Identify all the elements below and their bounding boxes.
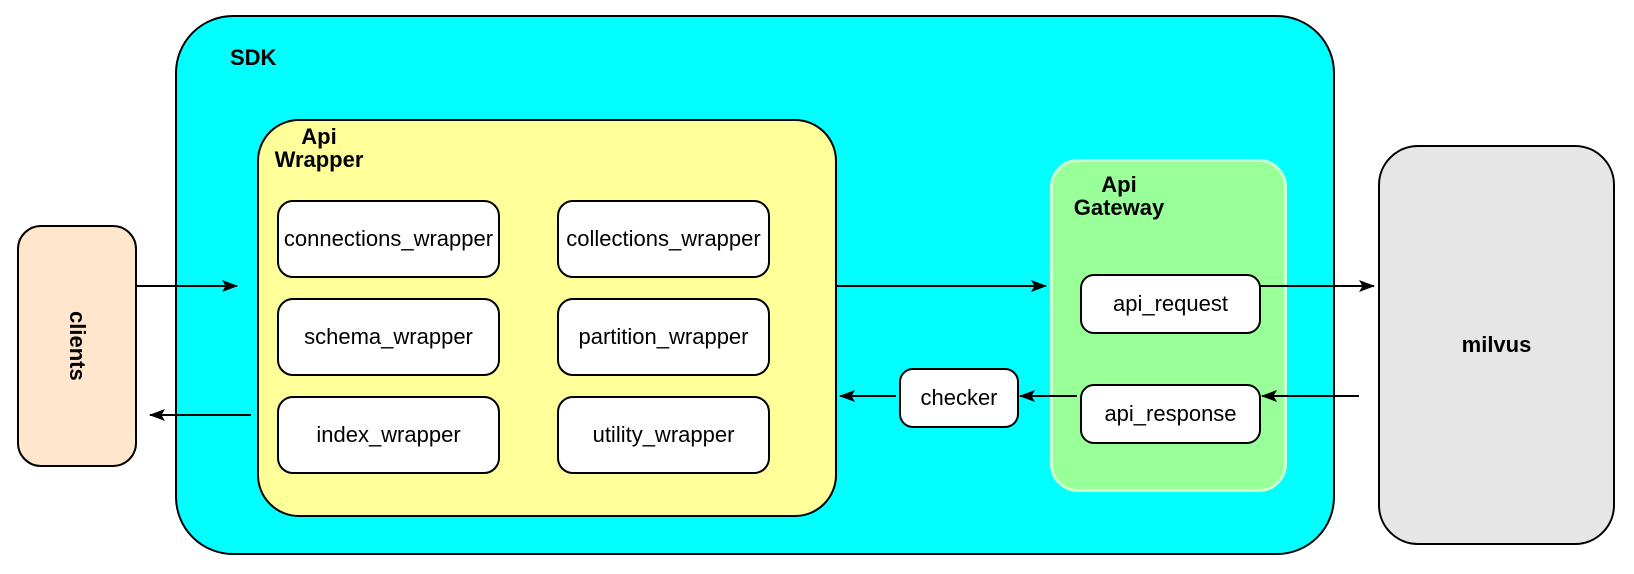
utility-wrapper-box[interactable]: utility_wrapper	[557, 396, 770, 474]
api-wrapper-label: Api Wrapper	[264, 125, 374, 171]
schema-wrapper-label: schema_wrapper	[304, 324, 473, 349]
collections-wrapper-label: collections_wrapper	[566, 226, 761, 251]
api-gateway-label-line1: Api	[1101, 172, 1137, 197]
api-gateway-label-line2: Gateway	[1073, 195, 1165, 220]
index-wrapper-label: index_wrapper	[316, 422, 461, 447]
connections-wrapper-box[interactable]: connections_wrapper	[277, 200, 500, 278]
api-gateway-label: Api Gateway	[1059, 173, 1179, 219]
milvus-label: milvus	[1461, 332, 1532, 357]
api-wrapper-label-line2: Wrapper	[274, 147, 364, 172]
milvus-box[interactable]: milvus	[1378, 145, 1615, 545]
connections-wrapper-label: connections_wrapper	[283, 226, 494, 251]
api-gateway-container[interactable]: Api Gateway api_request api_response	[1050, 159, 1287, 492]
api-response-box[interactable]: api_response	[1080, 384, 1261, 444]
clients-label: clients	[65, 311, 90, 381]
collections-wrapper-box[interactable]: collections_wrapper	[557, 200, 770, 278]
checker-label: checker	[920, 385, 998, 410]
clients-box[interactable]: clients	[17, 225, 137, 467]
sdk-container[interactable]: SDK Api Wrapper connections_wrapper coll…	[175, 15, 1335, 555]
api-request-label: api_request	[1113, 291, 1228, 316]
utility-wrapper-label: utility_wrapper	[592, 422, 735, 447]
schema-wrapper-box[interactable]: schema_wrapper	[277, 298, 500, 376]
partition-wrapper-box[interactable]: partition_wrapper	[557, 298, 770, 376]
api-wrapper-label-line1: Api	[301, 124, 337, 149]
partition-wrapper-label: partition_wrapper	[578, 324, 749, 349]
api-request-box[interactable]: api_request	[1080, 274, 1261, 334]
api-response-label: api_response	[1104, 401, 1237, 426]
api-wrapper-container[interactable]: Api Wrapper connections_wrapper collecti…	[257, 119, 837, 517]
index-wrapper-box[interactable]: index_wrapper	[277, 396, 500, 474]
sdk-label: SDK	[230, 45, 277, 70]
checker-box[interactable]: checker	[899, 368, 1019, 428]
